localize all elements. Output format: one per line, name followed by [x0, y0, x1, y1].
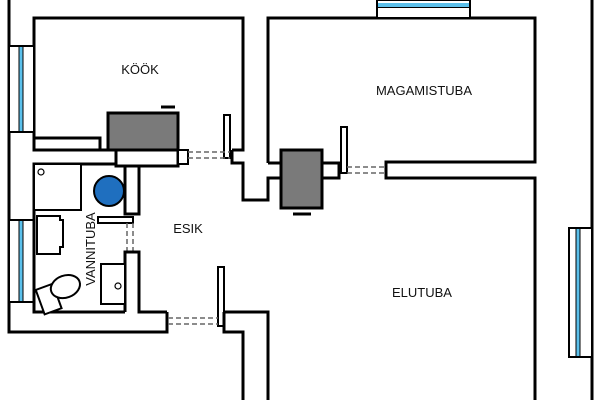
outer-wall-left	[7, 0, 169, 334]
bathroom-room	[32, 162, 167, 316]
hall-wall-lower	[224, 310, 270, 400]
sink-drain-icon	[114, 282, 122, 290]
room-label-kitchen: KÖÖK	[121, 62, 159, 77]
window-bedroom	[376, 0, 471, 19]
bathroom-door-leaf	[97, 216, 134, 224]
bath-cabinet-icon	[36, 215, 64, 255]
window-living	[568, 227, 593, 358]
window-kitchen	[8, 45, 35, 133]
toilet-icon	[34, 274, 81, 316]
shower-drain-icon	[37, 168, 45, 176]
room-label-bedroom: MAGAMISTUBA	[376, 83, 472, 98]
bedroom-room	[266, 16, 537, 400]
partition-wall	[114, 148, 180, 168]
kitchen-door-leaf	[223, 114, 231, 159]
stove-icon	[106, 111, 180, 152]
bedroom-door-leaf	[340, 126, 348, 174]
kitchen-counter	[32, 136, 102, 152]
living-door-leaf	[217, 266, 225, 327]
bath-wall-upper	[123, 164, 141, 216]
room-label-bathroom: VANNITUBA	[83, 212, 98, 286]
hall-wall-upper	[230, 150, 283, 202]
room-label-living: ELUTUBA	[392, 285, 452, 300]
kitchen-room	[32, 16, 245, 152]
room-label-hall: ESIK	[173, 221, 203, 236]
washing-machine-icon	[93, 175, 125, 207]
fireplace-icon	[279, 148, 324, 210]
window-bathroom	[8, 219, 35, 303]
sink-icon	[100, 263, 126, 305]
door-jamb	[177, 149, 189, 165]
hall-wall-lower-2	[222, 312, 245, 400]
